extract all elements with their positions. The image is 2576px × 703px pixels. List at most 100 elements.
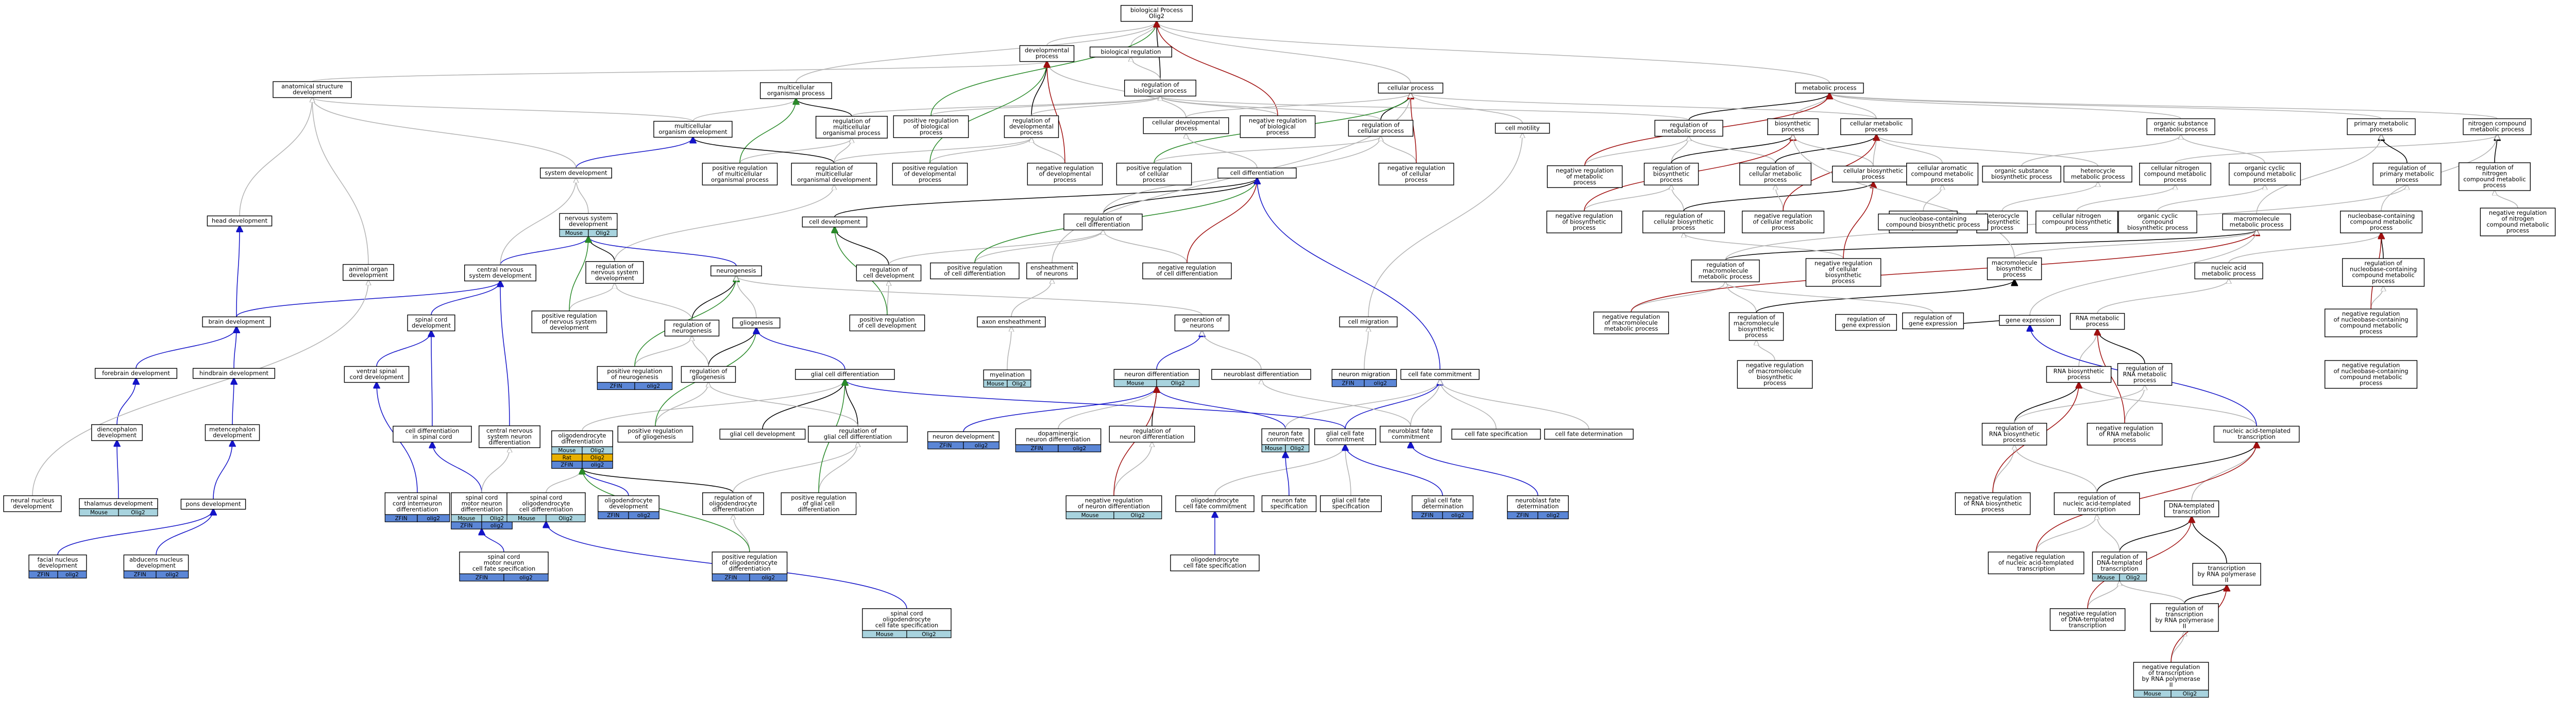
term-box[interactable]: [585, 261, 644, 284]
term-box[interactable]: [2213, 425, 2300, 443]
term-box[interactable]: [732, 317, 781, 329]
term-box[interactable]: [205, 424, 260, 441]
term-box[interactable]: [702, 163, 778, 185]
term-box[interactable]: [1981, 423, 2047, 445]
term-box[interactable]: [2133, 662, 2209, 691]
term-box[interactable]: [2035, 211, 2119, 233]
term-box[interactable]: [1339, 316, 1398, 328]
term-box[interactable]: [202, 316, 271, 328]
term-box[interactable]: [1906, 163, 1978, 185]
go-term-cell-fate-determination[interactable]: cell fate determination: [1544, 428, 1634, 440]
go-term-neurogenesis[interactable]: neurogenesis: [710, 265, 762, 277]
term-box[interactable]: [1878, 213, 1988, 231]
go-term-regulation-of-oligodendrocyte-differentiation[interactable]: regulation ofoligodendrocytedifferentiat…: [702, 492, 764, 515]
term-box[interactable]: [1142, 262, 1232, 280]
term-box[interactable]: [1089, 46, 1173, 58]
term-box[interactable]: [2087, 423, 2163, 445]
term-box[interactable]: [1593, 312, 1669, 334]
term-box[interactable]: [1987, 258, 2042, 280]
term-box[interactable]: [1835, 314, 1897, 331]
go-term-cellular-process[interactable]: cellular process: [1378, 82, 1444, 94]
term-box[interactable]: [1767, 118, 1819, 135]
go-term-regulation-of-macromolecule-biosynthetic-process[interactable]: regulation ofmacromoleculebiosyntheticpr…: [1728, 312, 1784, 341]
term-box[interactable]: [2347, 118, 2416, 135]
term-box[interactable]: [1982, 165, 2061, 183]
term-box[interactable]: [930, 262, 1020, 280]
term-box[interactable]: [1988, 552, 2084, 574]
term-box[interactable]: [1175, 495, 1255, 512]
term-box[interactable]: [1348, 119, 1414, 137]
term-box[interactable]: [2146, 118, 2215, 135]
term-box[interactable]: [1174, 314, 1230, 332]
term-box[interactable]: [1400, 369, 1480, 380]
term-box[interactable]: [2340, 211, 2423, 233]
term-box[interactable]: [710, 265, 762, 277]
term-box[interactable]: [1507, 495, 1569, 512]
term-box[interactable]: [681, 366, 736, 383]
go-term-gliogenesis[interactable]: gliogenesis: [732, 317, 781, 329]
term-box[interactable]: [344, 366, 410, 383]
term-box[interactable]: [1412, 495, 1473, 512]
term-box[interactable]: [451, 492, 513, 515]
term-box[interactable]: [1642, 211, 1725, 233]
term-box[interactable]: [759, 82, 832, 99]
term-box[interactable]: [617, 425, 693, 443]
term-box[interactable]: [2480, 208, 2556, 236]
term-box[interactable]: [1063, 213, 1143, 231]
term-box[interactable]: [849, 314, 925, 332]
term-box[interactable]: [808, 425, 908, 443]
term-box[interactable]: [2049, 608, 2126, 631]
term-box[interactable]: [2150, 603, 2219, 632]
term-box[interactable]: [3, 495, 62, 512]
